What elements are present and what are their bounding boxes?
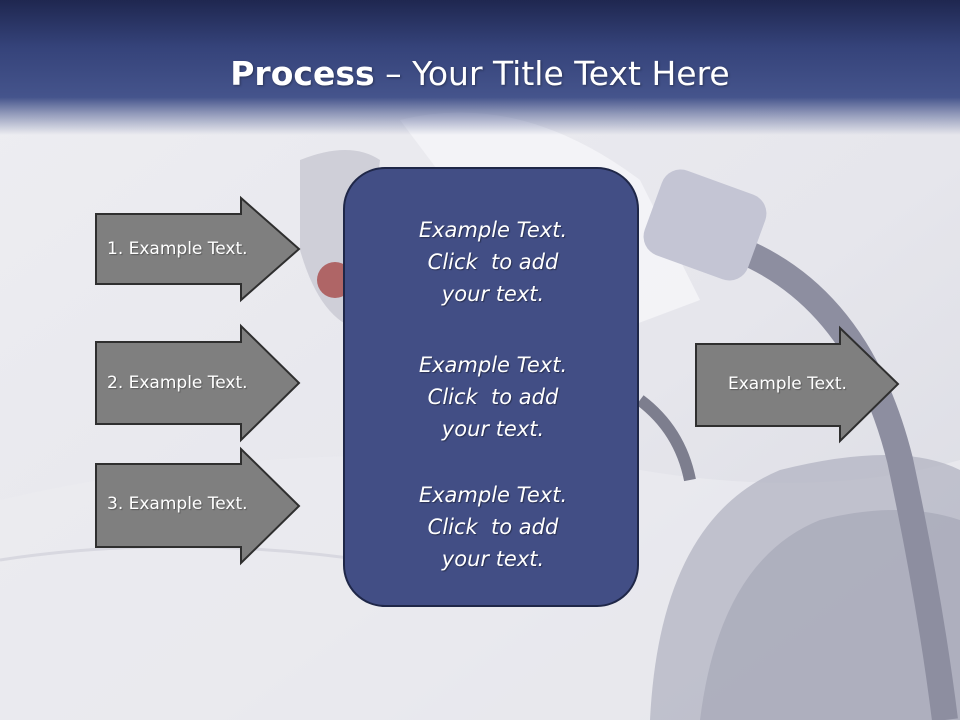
title-bold-part: Process (230, 54, 375, 93)
process-text-line: Click to add (427, 385, 559, 409)
input-arrow-label: 3. Example Text. (107, 494, 248, 514)
process-text-line: Example Text. (418, 218, 568, 242)
title-rest-part: – Your Title Text Here (374, 54, 730, 93)
slide-title: Process – Your Title Text Here (0, 52, 960, 96)
process-text-block-2[interactable]: Example Text. Click to add your text. (345, 349, 641, 445)
output-arrow[interactable]: Example Text. (695, 325, 900, 444)
process-text-line: Click to add (427, 250, 559, 274)
arrow-shape-icon (95, 195, 301, 303)
output-arrow-label: Example Text. (728, 374, 847, 394)
input-arrow-label: 2. Example Text. (107, 373, 248, 393)
input-arrow-1[interactable]: 1. Example Text. (95, 195, 301, 303)
process-text-block-3[interactable]: Example Text. Click to add your text. (345, 479, 641, 575)
process-text-line: your text. (441, 547, 545, 571)
process-text-line: Click to add (427, 515, 559, 539)
arrow-shape-icon (95, 323, 301, 443)
input-arrow-3[interactable]: 3. Example Text. (95, 446, 301, 566)
process-text-line: Example Text. (418, 353, 568, 377)
process-box[interactable]: Example Text. Click to add your text. Ex… (343, 167, 639, 607)
process-text-block-1[interactable]: Example Text. Click to add your text. (345, 214, 641, 310)
input-arrow-2[interactable]: 2. Example Text. (95, 323, 301, 443)
arrow-shape-icon (695, 325, 900, 444)
input-arrow-label: 1. Example Text. (107, 239, 248, 259)
process-text-line: Example Text. (418, 483, 568, 507)
process-text-line: your text. (441, 282, 545, 306)
arrow-shape-icon (95, 446, 301, 566)
process-text-line: your text. (441, 417, 545, 441)
title-band (0, 0, 960, 135)
